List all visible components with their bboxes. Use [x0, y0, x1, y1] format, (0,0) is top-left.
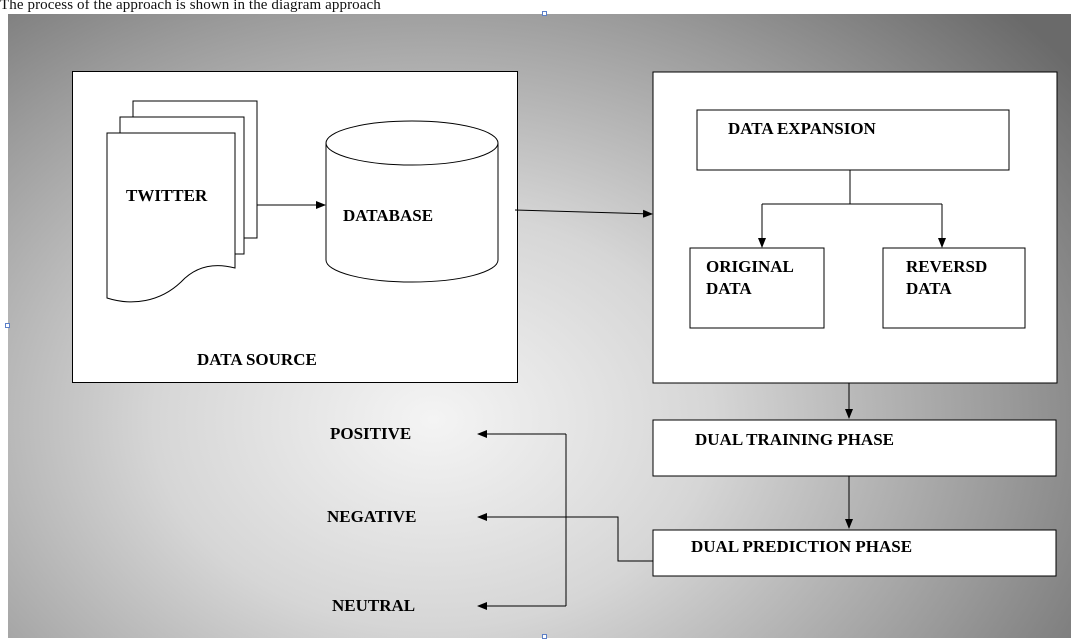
neutral-label: NEUTRAL: [332, 596, 416, 615]
dual-training-label: DUAL TRAINING PHASE: [695, 430, 895, 449]
diagram-caption: The process of the approach is shown in …: [0, 0, 381, 13]
database-label: DATABASE: [343, 206, 434, 225]
dual-prediction-label: DUAL PREDICTION PHASE: [691, 537, 913, 556]
twitter-label: TWITTER: [126, 186, 208, 205]
negative-label: NEGATIVE: [327, 507, 417, 526]
original-data-label: ORIGINAL DATA: [706, 256, 794, 300]
reversed-data-label: REVERSD DATA: [906, 256, 987, 300]
resize-handle-top[interactable]: [542, 11, 547, 16]
reversed-data-line-2: DATA: [906, 279, 952, 298]
resize-handle-bottom[interactable]: [542, 634, 547, 639]
original-data-line-2: DATA: [706, 279, 752, 298]
data-source-title: DATA SOURCE: [197, 350, 317, 369]
reversed-data-line-1: REVERSD: [906, 257, 988, 276]
original-data-line-1: ORIGINAL: [706, 257, 794, 276]
data-source-panel: [72, 71, 518, 383]
positive-label: POSITIVE: [330, 424, 412, 443]
resize-handle-left[interactable]: [5, 323, 10, 328]
data-expansion-label: DATA EXPANSION: [728, 119, 876, 138]
